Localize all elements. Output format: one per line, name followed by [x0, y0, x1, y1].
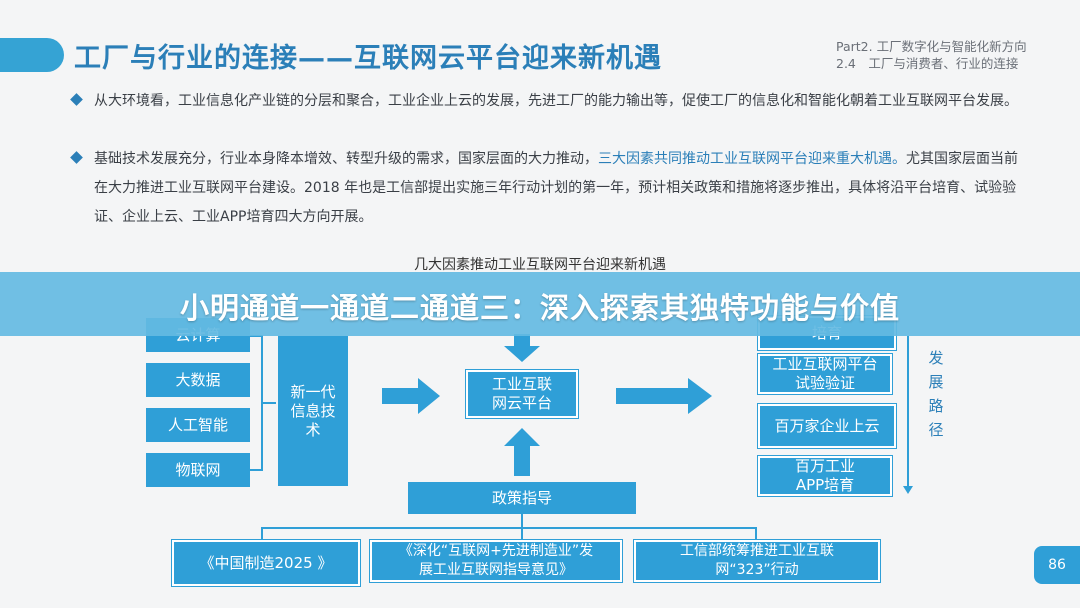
section-part: Part2. 工厂数字化与智能化新方向	[836, 39, 1027, 54]
path-enterprise-cloud: 百万家企业上云	[758, 404, 896, 448]
arrow-up-icon	[504, 428, 540, 476]
bullet-2-text-main: 基础技术发展充分，行业本身降本增效、转型升级的需求，国家层面的大力推动，	[94, 151, 598, 167]
slide-title: 工厂与行业的连接——互联网云平台迎来新机遇	[74, 43, 662, 74]
bullet-2-highlight: 三大因素共同推动工业互联网平台迎来重大机遇。	[598, 151, 906, 167]
bullet-2-text: 基础技术发展充分，行业本身降本增效、转型升级的需求，国家层面的大力推动，三大因素…	[94, 145, 1022, 232]
factor-iot: 物联网	[146, 453, 250, 487]
policy-box: 政策指导	[408, 482, 636, 514]
title-tab-decoration	[0, 38, 64, 72]
center-platform-box: 工业互联网云平台	[466, 370, 578, 418]
bullet-1-text-main: 从大环境看，工业信息化产业链的分层和聚合，工业企业上云的发展，先进工厂的能力输出…	[94, 93, 1018, 109]
factor-ai: 人工智能	[146, 408, 250, 442]
factor-big-data: 大数据	[146, 363, 250, 397]
development-path-label: 发展路径	[928, 349, 944, 439]
arrow-right-icon	[382, 378, 440, 414]
policy-made-in-china-2025: 《中国制造2025 》	[172, 540, 360, 586]
policy-internet-plus-guidance: 《深化“互联网+先进制造业”发展工业互联网指导意见》	[370, 540, 622, 582]
diagram-title: 几大因素推动工业互联网平台迎来新机遇	[414, 257, 666, 273]
bullet-2: 基础技术发展充分，行业本身降本增效、转型升级的需求，国家层面的大力推动，三大因素…	[70, 145, 1022, 232]
bullet-1-text: 从大环境看，工业信息化产业链的分层和聚合，工业企业上云的发展，先进工厂的能力输出…	[94, 87, 1022, 116]
overlay-banner-text: 小明通道一通道二通道三：深入探索其独特功能与价值	[179, 291, 900, 325]
policy-323-action: 工信部统筹推进工业互联网“323”行动	[634, 540, 880, 582]
bullet-1: 从大环境看，工业信息化产业链的分层和聚合，工业企业上云的发展，先进工厂的能力输出…	[70, 87, 1022, 116]
section-info: Part2. 工厂数字化与智能化新方向 2.4 工厂与消费者、行业的连接	[836, 38, 1066, 72]
path-platform-testing: 工业互联网平台试验验证	[758, 354, 892, 394]
bullet-2-text-rest: 尤其国家层面当前在大力推进工业互联网平台建设。2018 年也是工信部提出实施三年…	[94, 151, 1018, 225]
arrow-down-icon	[903, 486, 913, 494]
arrow-down-icon	[504, 334, 540, 362]
path-industrial-app: 百万工业APP培育	[758, 456, 892, 496]
overlay-banner	[0, 272, 1080, 336]
section-subpart: 2.4 工厂与消费者、行业的连接	[836, 56, 1019, 71]
arrow-right-icon	[616, 378, 712, 414]
tech-box: 新一代信息技术	[278, 336, 348, 486]
page-number: 86	[1034, 546, 1080, 584]
